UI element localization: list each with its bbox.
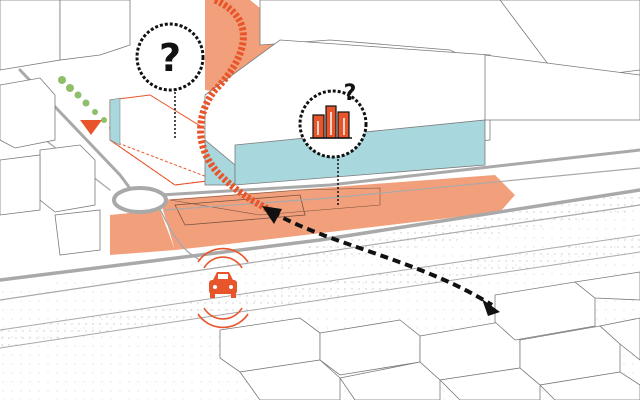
road-east (158, 148, 640, 197)
signal-waves-icon (197, 247, 249, 329)
row-house-6 (439, 367, 541, 400)
large-building-annex (484, 54, 640, 121)
road-south-edge (0, 204, 640, 301)
block-nw-1 (0, 0, 61, 71)
question-mark-icon: ? (159, 36, 181, 80)
marker-unknown-site: ? (135, 22, 205, 140)
site-building-edge (109, 139, 216, 186)
roundabout-ring (112, 186, 168, 214)
row-house-4 (339, 361, 441, 400)
car-icon (209, 272, 237, 298)
wave (203, 256, 243, 269)
rail-line-1 (0, 234, 640, 331)
tree (74, 91, 82, 99)
tree (66, 84, 74, 92)
zone-west (110, 210, 175, 255)
rail-strip (0, 235, 640, 348)
tree (82, 99, 90, 107)
arrow-head-south (482, 299, 500, 316)
wave (197, 247, 249, 263)
marker-circle (135, 22, 205, 92)
connection-arrow (262, 206, 500, 316)
tree (101, 117, 107, 123)
marker-unknown-buildings: ? (298, 81, 368, 205)
row-house-11 (539, 371, 640, 400)
car-marker (197, 247, 249, 329)
block-nw-2 (59, 0, 131, 61)
tree (92, 109, 98, 115)
tree (58, 76, 66, 84)
block-ne-2 (499, 0, 640, 81)
large-building-facade-south (234, 119, 486, 186)
site-building-glass (109, 97, 121, 146)
road-east-edge (164, 167, 640, 211)
parking-outline-2 (169, 187, 381, 216)
row-house-2 (239, 359, 341, 400)
arrow-head-north (262, 206, 282, 224)
block-w-4 (54, 209, 101, 256)
road-south (0, 188, 640, 282)
parking-outline (174, 194, 306, 226)
block-w-3 (0, 154, 41, 216)
site-building (109, 94, 216, 186)
question-mark-icon: ? (344, 81, 357, 106)
wave (203, 307, 243, 320)
block-w-2 (39, 144, 96, 213)
block-w-1 (0, 77, 56, 149)
rail-line-2 (0, 251, 640, 349)
buildings-question-icon (310, 105, 352, 139)
row-house-9 (574, 271, 640, 301)
verge-strip (260, 190, 640, 270)
southern-buildings (219, 271, 640, 400)
wave (197, 313, 249, 329)
location-pin-icon (80, 120, 102, 135)
roundabout (112, 186, 168, 214)
pedestrian-route (197, 0, 272, 214)
row-house-10 (599, 317, 640, 361)
